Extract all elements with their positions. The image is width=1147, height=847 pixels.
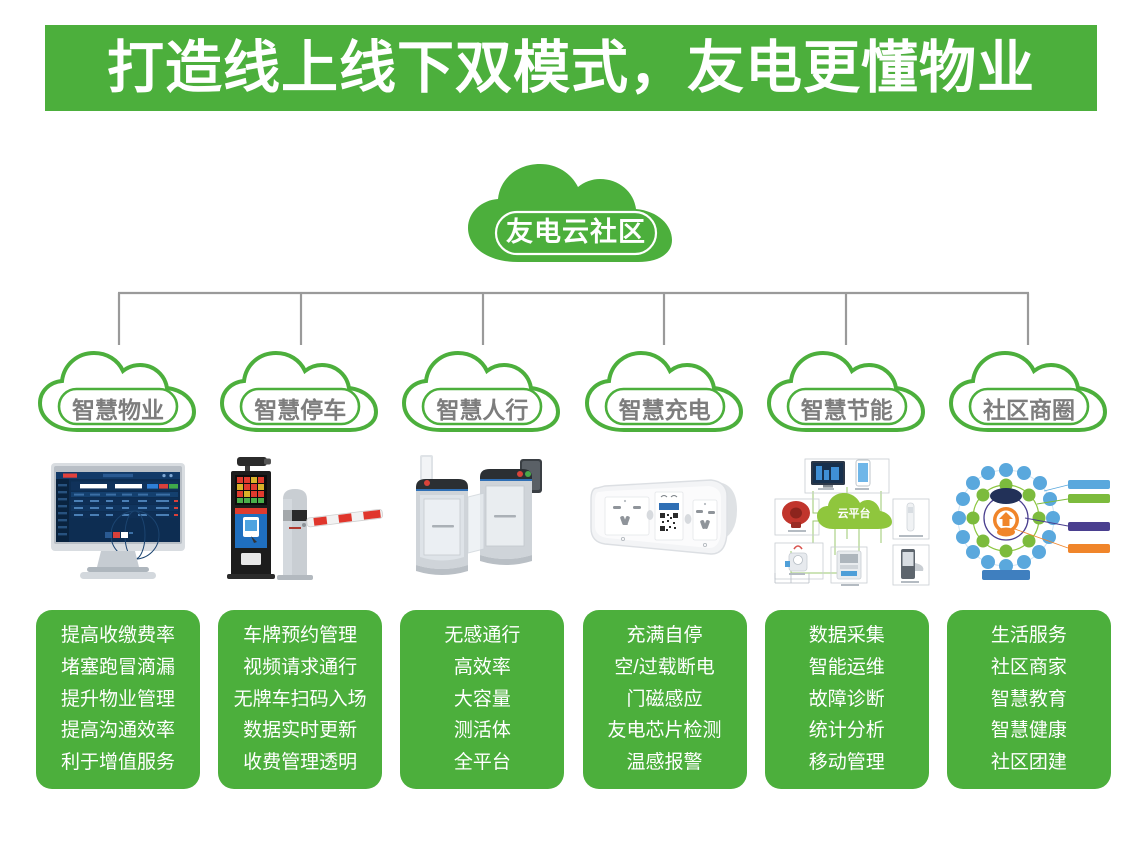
feature-item: 智慧教育 — [990, 688, 1067, 710]
feature-item: 空/过载断电 — [614, 656, 715, 678]
category-cloud-4[interactable]: 智慧充电 — [581, 345, 749, 437]
feature-item: 高效率 — [453, 656, 511, 678]
column-smart-parking: 智慧停车 — [212, 345, 388, 815]
desktop-monitor-icon — [51, 462, 185, 579]
product-image-turnstile — [394, 443, 570, 598]
cloud-outline-icon — [402, 350, 561, 432]
category-columns: 智慧物业 — [30, 345, 1117, 815]
community-ecosystem-ring-icon — [951, 462, 1110, 580]
feature-item: 数据采集 — [808, 625, 885, 646]
feature-box-6: 生活服务 社区商家 智慧教育 智慧健康 社区团建 — [946, 610, 1111, 789]
feature-box-4: 充满自停 空/过载断电 门磁感应 友电芯片检测 温感报警 — [582, 610, 747, 789]
feature-item: 全平台 — [453, 752, 511, 773]
column-smart-energy: 智慧节能 — [759, 345, 935, 815]
feature-item: 生活服务 — [990, 625, 1067, 646]
parking-kiosk-barrier-icon — [227, 457, 384, 580]
speed-gate-turnstile-icon — [416, 455, 543, 575]
cloud-outline-icon — [766, 350, 925, 432]
feature-item: 利于增值服务 — [60, 752, 175, 773]
feature-box-3: 无感通行 高效率 大容量 测活体 全平台 — [400, 610, 565, 789]
feature-item: 视频请求通行 — [243, 656, 358, 678]
feature-item: 门磁感应 — [626, 688, 703, 710]
feature-box-5: 数据采集 智能运维 故障诊断 统计分析 移动管理 — [764, 610, 929, 789]
feature-box-1: 提高收缴费率 堵塞跑冒滴漏 提升物业管理 提高沟通效率 利于增值服务 — [36, 610, 200, 789]
product-image-charging-socket — [577, 443, 753, 598]
feature-item: 社区商家 — [990, 656, 1067, 678]
column-smart-pedestrian: 智慧人行 — [394, 345, 570, 815]
feature-item: 故障诊断 — [808, 688, 885, 710]
column-smart-property: 智慧物业 — [30, 345, 206, 815]
feature-item: 温感报警 — [626, 752, 703, 773]
page-title: 打造线上线下双模式，友电更懂物业 — [107, 35, 1035, 100]
connector-bracket — [0, 282, 1147, 362]
feature-item: 提高沟通效率 — [60, 720, 175, 742]
column-community-business: 社区商圈 — [941, 345, 1117, 815]
feature-item: 智慧健康 — [990, 720, 1067, 742]
feature-item: 移动管理 — [808, 752, 885, 773]
cloud-outline-icon — [37, 350, 197, 432]
feature-item: 车牌预约管理 — [243, 625, 358, 646]
feature-item: 友电芯片检测 — [607, 720, 722, 742]
feature-item: 充满自停 — [626, 625, 703, 646]
feature-item: 收费管理透明 — [243, 752, 358, 773]
feature-item: 无牌车扫码入场 — [233, 688, 367, 710]
product-image-parking-gate — [212, 443, 388, 598]
feature-item: 统计分析 — [808, 720, 885, 742]
column-smart-charging: 智慧充电 — [577, 345, 753, 815]
product-image-desktop-monitor — [30, 443, 206, 598]
hero-cloud: 友电云社区 — [460, 158, 692, 270]
feature-box-2: 车牌预约管理 视频请求通行 无牌车扫码入场 数据实时更新 收费管理透明 — [218, 610, 383, 789]
feature-item: 数据实时更新 — [243, 720, 358, 742]
smart-socket-panel-icon — [589, 478, 737, 555]
cloud-shape-icon — [468, 164, 672, 262]
cloud-outline-icon — [584, 350, 743, 432]
feature-item: 大容量 — [453, 688, 511, 710]
category-cloud-2[interactable]: 智慧停车 — [216, 345, 384, 437]
feature-item: 堵塞跑冒滴漏 — [60, 656, 175, 678]
category-cloud-6[interactable]: 社区商圈 — [945, 345, 1113, 437]
energy-cloud-topology-icon: 云平台 — [774, 458, 930, 586]
cloud-outline-icon — [948, 350, 1107, 432]
category-cloud-3[interactable]: 智慧人行 — [398, 345, 566, 437]
category-cloud-5[interactable]: 智慧节能 — [763, 345, 931, 437]
title-banner: 打造线上线下双模式，友电更懂物业 — [45, 25, 1097, 111]
product-image-energy-topology: 云平台 — [759, 443, 935, 598]
cloud-outline-icon — [220, 350, 379, 432]
feature-item: 无感通行 — [444, 625, 521, 646]
category-cloud-1[interactable]: 智慧物业 — [34, 345, 202, 437]
feature-item: 测活体 — [453, 720, 511, 742]
feature-item: 社区团建 — [990, 752, 1067, 773]
feature-item: 提高收缴费率 — [60, 625, 175, 646]
energy-cloud-center-label: 云平台 — [837, 506, 870, 520]
product-image-ecosystem-ring — [941, 443, 1117, 598]
feature-item: 智能运维 — [808, 656, 885, 678]
feature-item: 提升物业管理 — [60, 688, 175, 710]
